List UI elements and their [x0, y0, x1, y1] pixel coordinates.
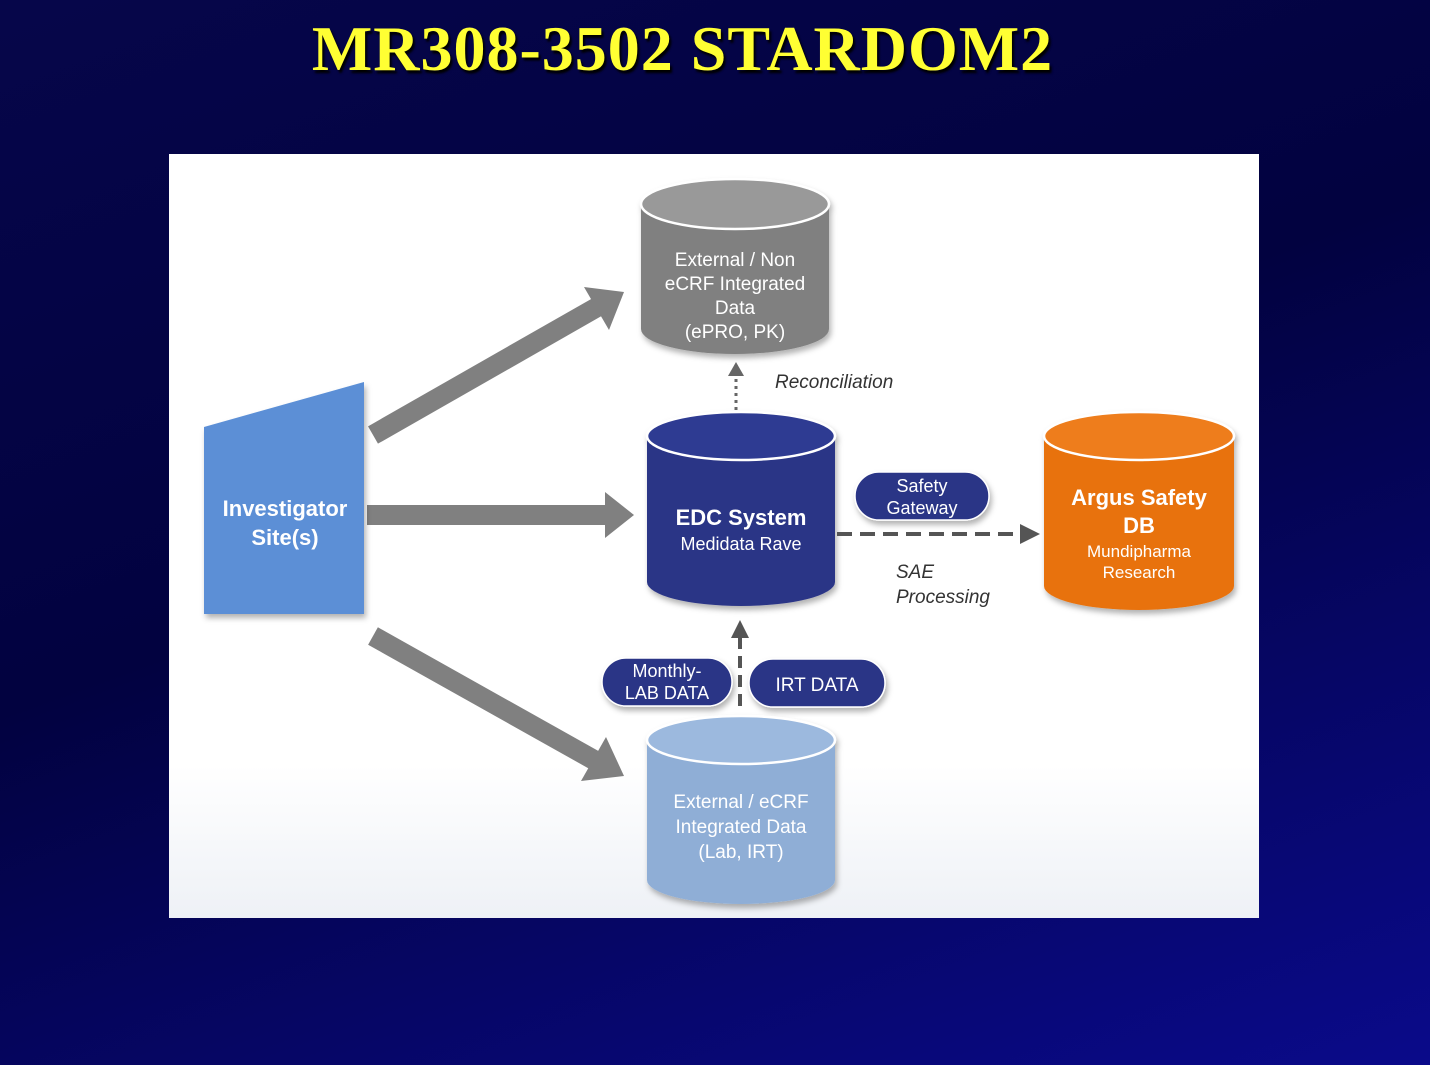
lab-irt-connector — [731, 620, 749, 706]
external-ecrf-label-3: (Lab, IRT) — [698, 842, 783, 863]
external-ecrf-cylinder — [645, 714, 837, 904]
reconciliation-label: Reconciliation — [775, 372, 893, 393]
external-non-ecrf-label-1: External / Non — [675, 250, 795, 271]
safety-gateway-badge — [854, 471, 990, 521]
investigator-site-label-1: Investigator — [223, 496, 348, 521]
external-non-ecrf-label-2: eCRF Integrated — [665, 274, 805, 295]
arrow-to-edc — [367, 492, 634, 538]
arrow-to-external-ecrf — [368, 627, 624, 781]
sae-processing-connector — [837, 524, 1040, 544]
argus-label-3: Mundipharma — [1087, 542, 1191, 561]
safety-gateway-label-2: Gateway — [886, 498, 957, 518]
edc-system-label-2: Medidata Rave — [680, 534, 801, 554]
argus-label-2: DB — [1123, 513, 1155, 538]
sae-processing-label-2: Processing — [896, 587, 990, 608]
monthly-lab-label-2: LAB DATA — [625, 683, 709, 703]
irt-data-label: IRT DATA — [775, 675, 858, 696]
external-non-ecrf-label-4: (ePRO, PK) — [685, 322, 785, 343]
investigator-site-label-2: Site(s) — [251, 525, 318, 550]
external-non-ecrf-cylinder — [639, 177, 831, 354]
slide-title: MR308-3502 STARDOM2 — [311, 13, 1054, 84]
argus-label-4: Research — [1103, 563, 1176, 582]
external-ecrf-label-1: External / eCRF — [673, 792, 808, 813]
monthly-lab-label-1: Monthly- — [632, 661, 701, 681]
argus-label-1: Argus Safety — [1071, 485, 1207, 510]
edc-system-label-1: EDC System — [676, 505, 807, 530]
diagram-panel: Investigator Site(s) External / Non eCRF… — [169, 154, 1259, 918]
investigator-site-node — [204, 382, 364, 614]
arrow-to-external-non-ecrf — [368, 287, 624, 444]
safety-gateway-label-1: Safety — [896, 476, 947, 496]
argus-safety-db-cylinder — [1042, 410, 1236, 610]
external-ecrf-label-2: Integrated Data — [676, 817, 807, 838]
monthly-lab-data-badge — [601, 657, 733, 707]
irt-data-badge — [748, 658, 886, 708]
data-flow-diagram: Investigator Site(s) External / Non eCRF… — [204, 177, 1236, 904]
edc-system-cylinder — [645, 410, 837, 606]
sae-processing-label-1: SAE — [896, 562, 934, 583]
external-non-ecrf-label-3: Data — [715, 298, 756, 319]
